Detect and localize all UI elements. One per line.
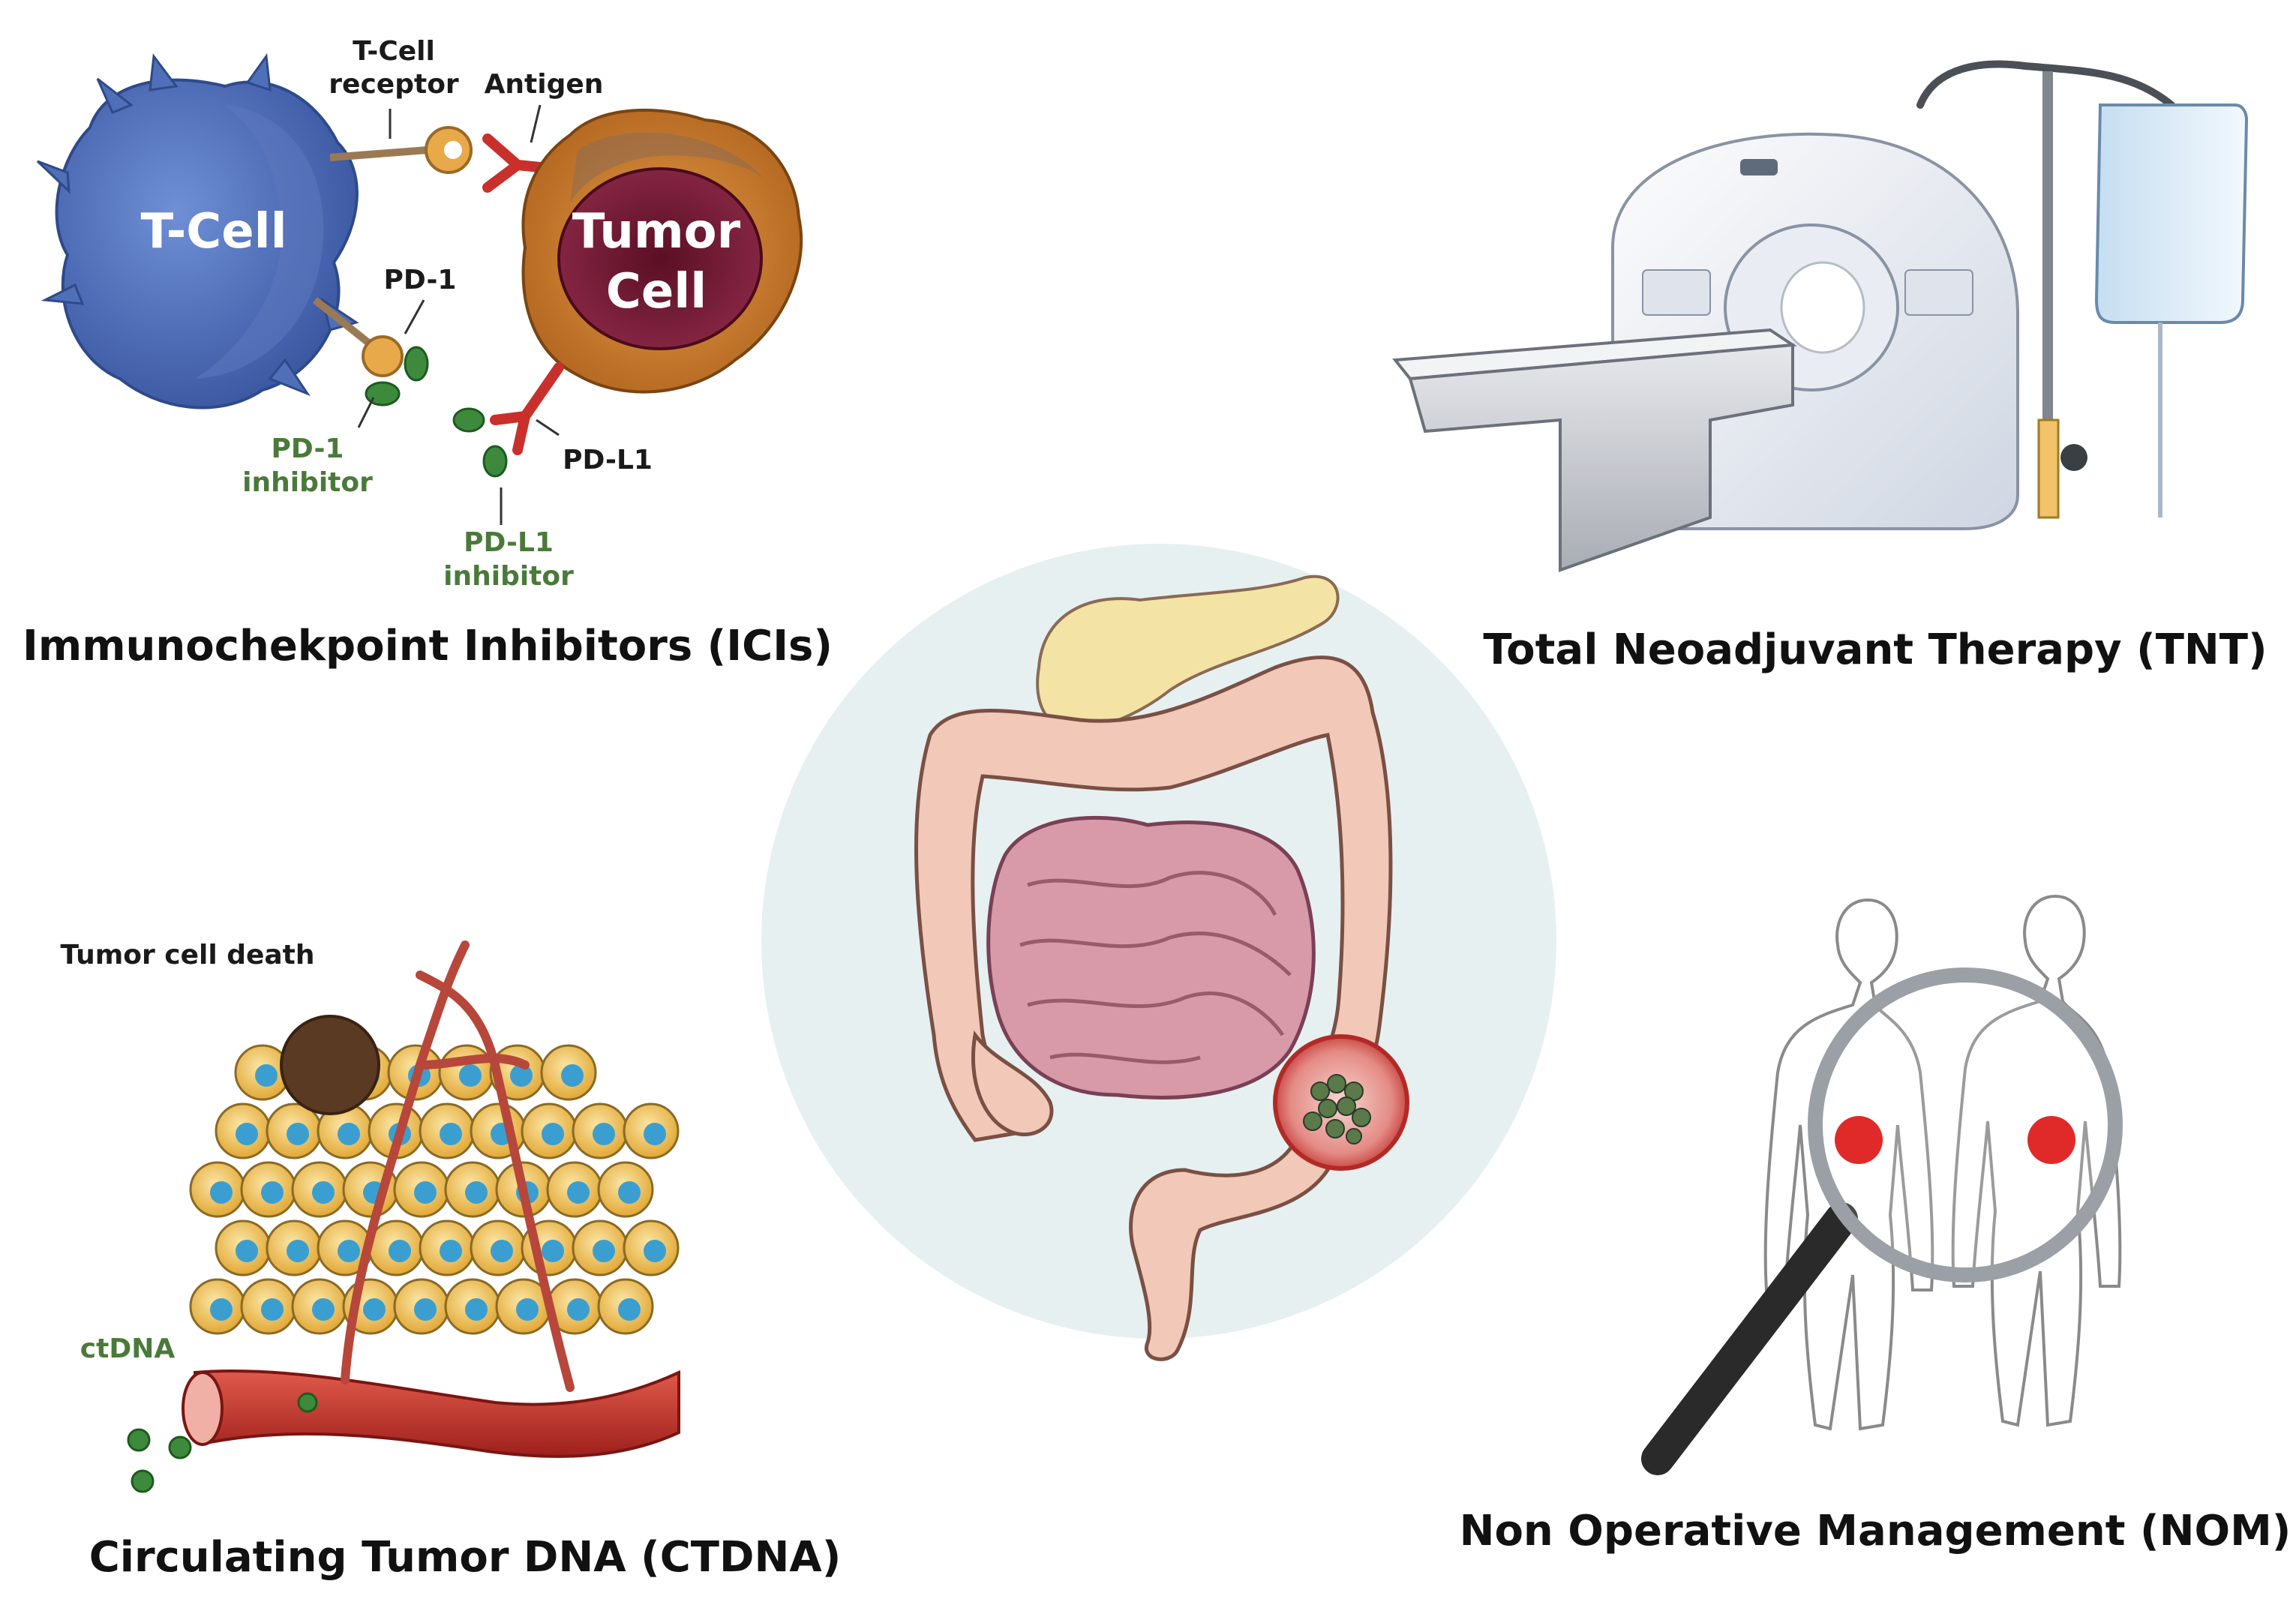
nom-spot-right [2027,1116,2075,1164]
lesion-cluster [1303,1074,1371,1144]
iv-clamp [2037,418,2060,519]
tumor-nucleus [557,167,763,350]
tumor-cell [444,1161,501,1218]
tumor-cell [368,1220,425,1276]
body-outline-front [1763,898,1934,1431]
tumor-cell [393,1278,450,1335]
tumor-cell [444,1278,501,1335]
iv-bag [2094,104,2249,324]
pdl1-inhibitor-b [482,445,508,478]
pdl1-label: PD-L1 [563,445,653,476]
tcr-label-1: T-Cell [353,36,435,67]
blood-vessel [193,1370,680,1458]
pdl1-inhibitor-label-2: inhibitor [443,561,574,592]
tumor-cell [597,1161,654,1218]
tnt-title: Total Neoadjuvant Therapy (TNT) [1483,626,2267,674]
antigen-label: Antigen [485,69,604,100]
tcr-label-2: receptor [329,69,459,100]
iv-hook [1916,60,2175,109]
nom-spot-left [1835,1116,1883,1164]
tumor-cell [240,1161,297,1218]
pdl1 [490,362,564,455]
tumor-cell [623,1220,680,1276]
tumor-cell [291,1161,348,1218]
digestive-illustration [761,544,1556,1361]
pd1-stalk [312,297,374,348]
tumor-cell [546,1278,603,1335]
pdl1-inhibitor-label-1: PD-L1 [464,527,554,558]
tumor-cell-rim [570,132,765,202]
t-cell-shade [195,105,324,379]
tumor-cell [470,1220,527,1276]
tnt-illustration [1392,60,2249,572]
magnifier [1641,968,2123,1475]
cell-label: Cell [606,264,707,320]
tumor-cell [419,1102,476,1160]
tumor-death-label: Tumor cell death [60,940,314,970]
ici-illustration: T-Cell Tumor Cell T-Cell r [36,36,803,592]
pd1-inhibitor-a [404,346,429,382]
mri-display [1740,159,1778,176]
tumor-cell [189,1161,246,1218]
pd1-inhibitor-label-2: inhibitor [242,467,373,498]
tumor-cell [240,1278,297,1335]
ctdna-illustration: Tumor cell death ctDNA [60,940,680,1493]
t-cell-label: T-Cell [140,204,287,260]
appendix-cecum [971,1030,1054,1137]
tumor-cell [540,1044,597,1101]
pd1-inhibitor-label-1: PD-1 [272,434,344,464]
tumor-cell [546,1161,603,1218]
tumor-cell [572,1220,629,1276]
magnifier-handle [1641,1202,1858,1475]
tumor-cell [438,1044,495,1101]
tumor-cell [234,1044,291,1101]
nom-title: Non Operative Management (NOM) [1460,1507,2291,1556]
pd1-receptor [362,335,404,377]
tumor-cell [317,1220,374,1276]
ctdna-title: Circulating Tumor DNA (CTDNA) [89,1533,842,1582]
tumor-label: Tumor [572,204,741,260]
tumor-cell [419,1220,476,1276]
tcr-stalk [329,146,428,161]
tumor-cell [572,1102,629,1160]
ctdna-fragments [127,1392,318,1493]
mri-table-body [1408,343,1794,572]
tumor-cell [189,1278,246,1335]
tumor-cell [597,1278,654,1335]
ctdna-label: ctDNA [80,1334,176,1364]
pd1-label: PD-1 [384,265,457,296]
pdl1-inhibitor-a [452,407,485,433]
vessel-opening [182,1371,224,1446]
pd1-inhibitor-b [365,381,401,406]
small-intestine [986,815,1316,1100]
tumor-cell [521,1102,578,1160]
t-cell-spikes [36,52,359,397]
tumor-cell [291,1278,348,1335]
tumor-cell [266,1220,323,1276]
magnifier-lens [1808,968,2123,1282]
dying-tumor-cell [280,1015,380,1115]
tumor-cell [215,1102,272,1160]
ici-title: Immunochekpoint Inhibitors (ICIs) [23,622,833,670]
rectum [1129,1109,1330,1361]
tumor-cell [623,1102,680,1160]
iv-knob [2060,444,2087,471]
tumor-cell [215,1220,272,1276]
tumor-cell [393,1161,450,1218]
